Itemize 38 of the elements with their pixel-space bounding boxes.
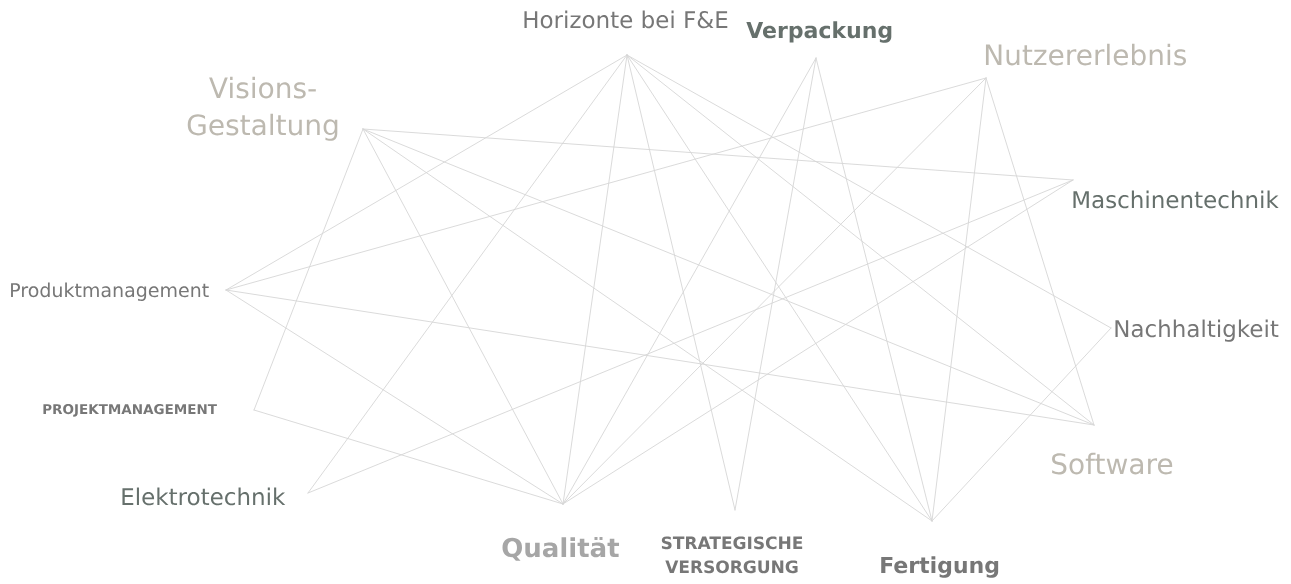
connector-line [626,54,933,522]
connector-line [362,128,564,505]
connector-line [931,327,1112,522]
connector-line [931,77,987,522]
connector-line [307,54,628,494]
connector-line [626,54,736,511]
connector-line [562,77,987,505]
connector-line [985,77,1095,426]
topic-label: Nachhaltigkeit [1115,319,1279,342]
connector-line [225,289,564,505]
connector-line [562,179,1074,505]
connector-line [815,57,933,522]
topic-label: PROJEKTMANAGEMENT [43,404,217,417]
topic-label: Visions- Gestaltung [187,76,338,141]
connector-line [307,179,1074,494]
connector-line [225,289,1095,426]
topic-label: Horizonte bei F&E [524,10,728,29]
connector-line [626,54,1095,426]
topic-label: Fertigung [881,556,999,578]
topic-label: Produktmanagement [11,282,209,301]
topic-label: Elektrotechnik [122,487,286,506]
connector-line [562,57,817,505]
topic-label: Software [1052,452,1173,475]
connector-line [626,54,1112,329]
topic-label: Verpackung [746,21,892,43]
topic-label: STRATEGISCHE VERSORGUNG [661,536,803,574]
connector-line [362,128,933,522]
connector-line [225,77,987,291]
topic-label: Nutzererlebnis [985,43,1186,66]
connector-line [253,409,564,505]
connector-line [225,54,628,291]
connector-line [362,128,1074,181]
connector-line [362,128,1095,426]
connector-line [562,54,628,505]
topic-label: Qualität [502,536,619,561]
connector-line [734,57,817,511]
topic-label: Maschinentechnik [1073,190,1279,209]
connector-line [253,128,364,411]
